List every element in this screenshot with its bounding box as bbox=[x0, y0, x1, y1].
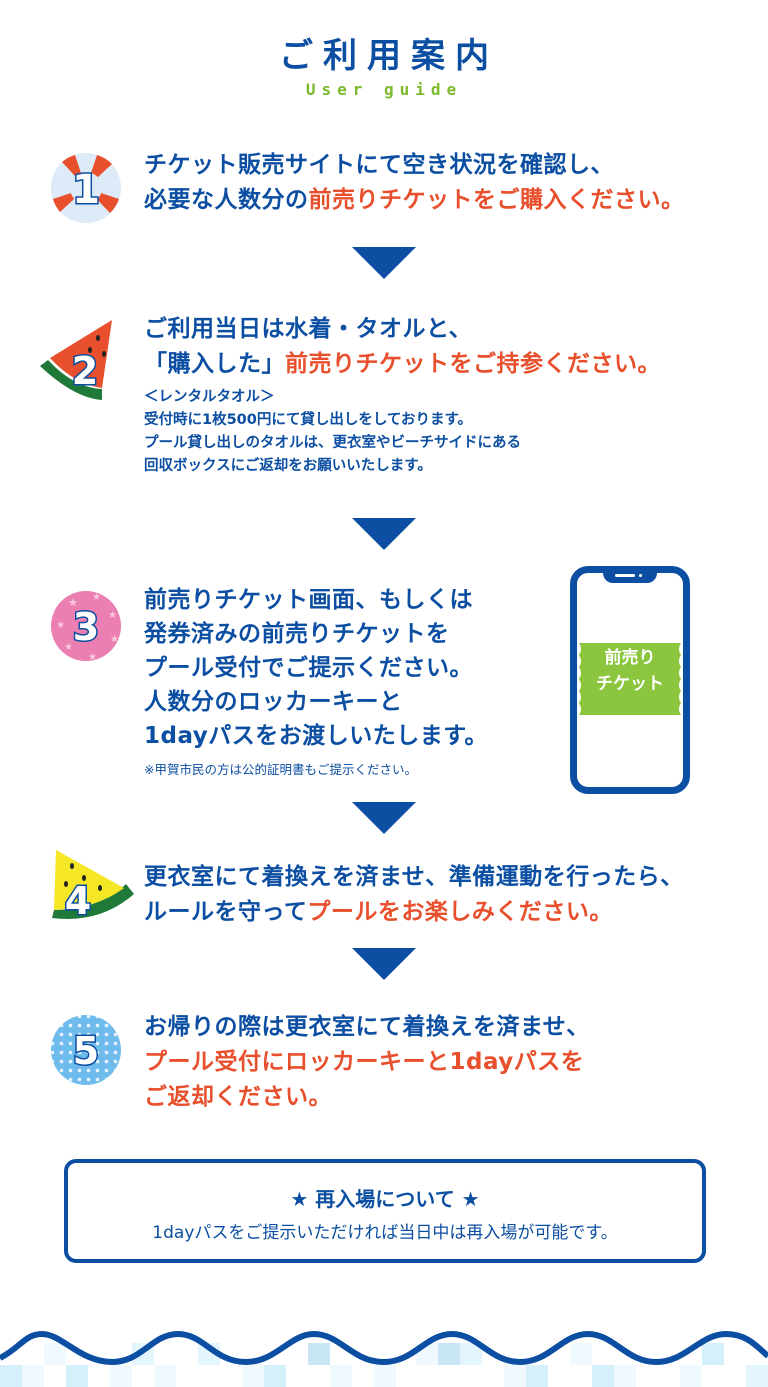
svg-text:★: ★ bbox=[64, 642, 73, 653]
svg-text:5: 5 bbox=[73, 1029, 99, 1073]
step-2-text: ご利用当日は水着・タオルと、 「購入した」前売りチケットをご持参ください。 bbox=[144, 316, 661, 377]
svg-text:★: ★ bbox=[88, 652, 97, 663]
wave-decoration bbox=[0, 1330, 768, 1387]
watermelon-icon: 2 bbox=[40, 320, 112, 400]
arrow-down-icon bbox=[352, 247, 416, 279]
smartphone-illustration: 前売り チケット bbox=[570, 566, 690, 794]
ticket-label: 前売り チケット bbox=[596, 648, 664, 694]
svg-text:★: ★ bbox=[92, 592, 101, 603]
svg-text:1: 1 bbox=[72, 167, 100, 213]
polka-dot-ball-icon: 5 bbox=[51, 1015, 121, 1085]
arrow-down-icon bbox=[352, 948, 416, 980]
page-subtitle: User guide bbox=[305, 80, 463, 99]
rental-towel-info: ＜レンタルタオル＞ 受付時に1枚500円にて貸し出しをしております。 プール貸し… bbox=[144, 389, 521, 474]
lifebuoy-icon: 1 bbox=[51, 153, 121, 223]
yellow-watermelon-icon: 4 bbox=[52, 850, 134, 925]
svg-text:★: ★ bbox=[68, 596, 78, 609]
step-3-text: 前売りチケット画面、もしくは 発券済みの前売りチケットを プール受付でご提示くだ… bbox=[144, 587, 488, 749]
step-4-text: 更衣室にて着換えを済ませ、準備運動を行ったら、 ルールを守ってプールをお楽しみく… bbox=[144, 864, 684, 925]
step-5-text: お帰りの際は更衣室にて着換えを済ませ、 プール受付にロッカーキーと1dayパスを… bbox=[144, 1014, 590, 1110]
svg-text:4: 4 bbox=[65, 879, 91, 923]
page-title: ご利用案内 bbox=[279, 36, 499, 76]
svg-text:2: 2 bbox=[72, 349, 98, 393]
reentry-title: ★ 再入場について ★ bbox=[290, 1187, 480, 1211]
star-ball-icon: ★ ★ ★ ★ ★ ★ ★ 3 bbox=[51, 591, 121, 663]
arrow-down-icon bbox=[352, 802, 416, 834]
svg-text:★: ★ bbox=[56, 620, 65, 631]
svg-text:★: ★ bbox=[108, 610, 117, 621]
phone-notch bbox=[603, 571, 657, 583]
step-1-text: チケット販売サイトにて空き状況を確認し、 必要な人数分の前売りチケットをご購入く… bbox=[144, 152, 685, 213]
arrow-down-icon bbox=[352, 518, 416, 550]
reentry-info-box: ★ 再入場について ★ 1dayパスをご提示いただければ当日中は再入場が可能です… bbox=[64, 1159, 706, 1263]
svg-text:★: ★ bbox=[110, 634, 119, 645]
step-3-note: ※甲賀市民の方は公的証明書もご提示ください。 bbox=[144, 762, 417, 777]
svg-text:3: 3 bbox=[73, 605, 99, 649]
reentry-body: 1dayパスをご提示いただければ当日中は再入場が可能です。 bbox=[152, 1223, 618, 1243]
ticket-icon bbox=[579, 643, 681, 715]
